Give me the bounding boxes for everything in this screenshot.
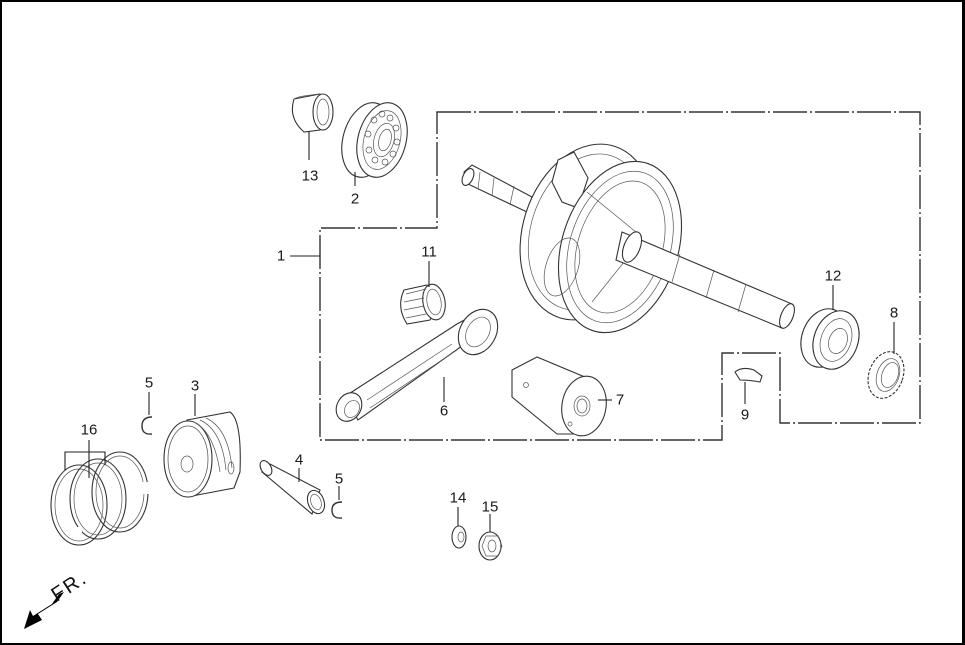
callout-4: 4 [294, 451, 304, 469]
crankshaft-assembly-boundary [319, 111, 921, 441]
needle-bearing-part-11[interactable] [400, 282, 448, 325]
woodruff-key-part-9[interactable] [734, 367, 763, 383]
front-direction-arrow-icon [24, 592, 64, 629]
callout-6: 6 [439, 402, 449, 420]
crankshaft[interactable] [460, 127, 798, 349]
callout-8: 8 [889, 304, 899, 322]
callout-1: 1 [276, 247, 286, 265]
callout-2: 2 [350, 190, 360, 208]
collar-part-13[interactable] [291, 93, 334, 133]
callout-7: 7 [615, 391, 625, 409]
callout-14: 14 [449, 489, 467, 507]
callout-13: 13 [301, 167, 319, 185]
pin-clip-part-5-lower[interactable] [331, 501, 343, 519]
ball-bearing-part-2[interactable] [334, 97, 415, 183]
pin-clip-part-5-upper[interactable] [141, 416, 153, 435]
ball-bearing-part-12[interactable] [793, 302, 867, 375]
connecting-rod-part-6[interactable] [331, 302, 505, 426]
callout-15: 15 [481, 498, 499, 516]
crank-pin-part-7[interactable] [511, 356, 611, 439]
flange-nut-part-15[interactable] [478, 531, 503, 561]
callout-5-upper: 5 [144, 374, 154, 392]
callout-11: 11 [421, 243, 437, 261]
callout-12: 12 [824, 267, 842, 285]
callout-3: 3 [190, 377, 200, 395]
piston-part-3[interactable] [163, 411, 241, 498]
piston-pin-part-4[interactable] [258, 459, 328, 516]
sprocket-part-8[interactable] [862, 347, 910, 404]
washer-part-14[interactable] [451, 525, 467, 549]
piston-rings-part-16[interactable] [50, 451, 154, 546]
callout-9: 9 [740, 406, 750, 424]
callout-5-lower: 5 [334, 470, 344, 488]
callout-16: 16 [80, 421, 98, 439]
